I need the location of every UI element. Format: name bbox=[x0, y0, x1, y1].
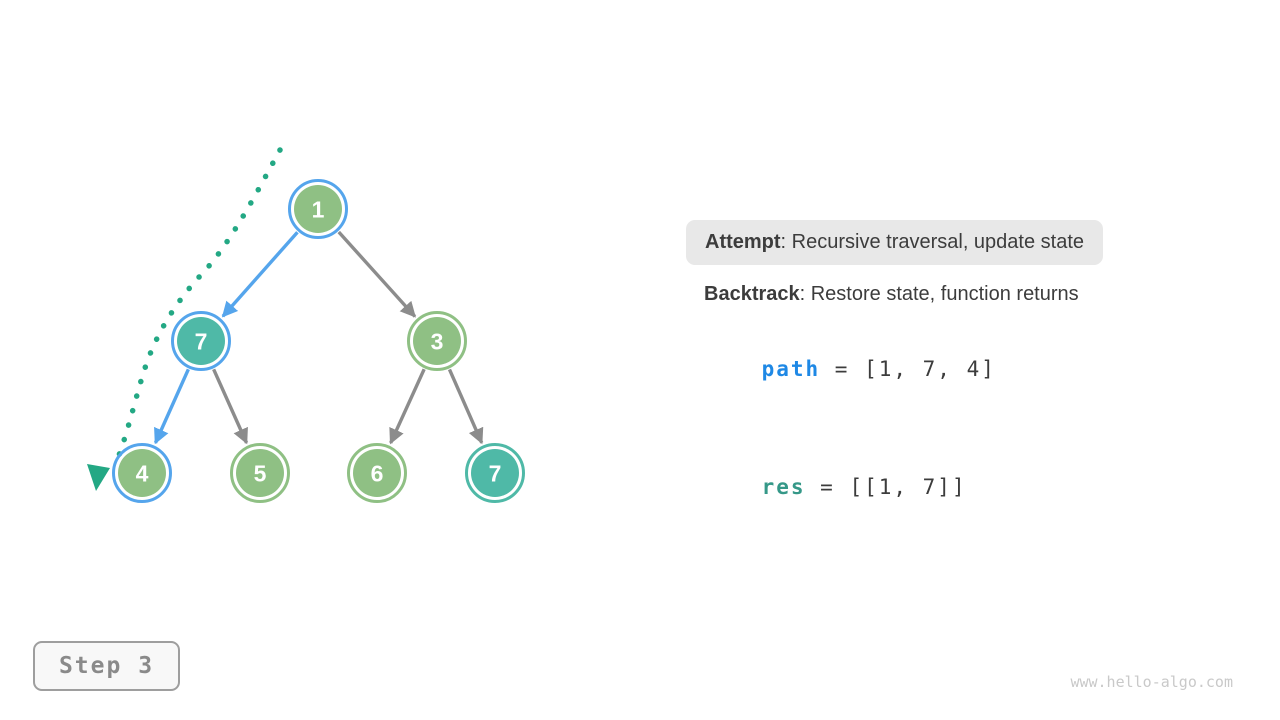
res-variable-name: res bbox=[761, 475, 806, 499]
tree-edge-n7l-n4 bbox=[153, 368, 190, 445]
step-badge: Step 3 bbox=[33, 641, 180, 691]
tree-node-circle bbox=[118, 449, 166, 497]
tree-nodes: 1 7 3 4 5 6 7 bbox=[112, 179, 525, 503]
tree-node-label: 1 bbox=[312, 196, 325, 222]
tree-node-ring bbox=[112, 443, 172, 503]
tree-edge-n1-n7l bbox=[221, 231, 299, 318]
tree-node-circle bbox=[294, 185, 342, 233]
tree-node-ring bbox=[347, 443, 407, 503]
watermark: www.hello-algo.com bbox=[1070, 673, 1233, 691]
tree-node-circle bbox=[177, 317, 225, 365]
tree-node-ring bbox=[407, 311, 467, 371]
tree-node-circle bbox=[413, 317, 461, 365]
tree-node-label: 7 bbox=[195, 328, 208, 354]
tree-node-n3: 3 bbox=[407, 311, 467, 371]
tree-node-label: 5 bbox=[254, 460, 267, 486]
step-badge-label: Step 3 bbox=[58, 653, 155, 679]
path-variable-value: = [1, 7, 4] bbox=[820, 357, 996, 381]
backtrack-text: : Restore state, function returns bbox=[799, 283, 1079, 305]
backtrack-label: Backtrack bbox=[704, 283, 800, 305]
backtrack-legend: Backtrack: Restore state, function retur… bbox=[704, 283, 1079, 306]
tree-node-ring bbox=[288, 179, 348, 239]
tree-edge-n7l-n5 bbox=[212, 368, 249, 445]
tree-edges bbox=[153, 230, 484, 445]
res-variable-value: = [[1, 7]] bbox=[805, 475, 967, 499]
res-variable-line: res = [[1, 7]] bbox=[703, 451, 967, 523]
traversal-arrowhead-icon bbox=[87, 464, 110, 491]
tree-edge-n3-n6 bbox=[389, 368, 426, 445]
tree-node-label: 3 bbox=[431, 328, 444, 354]
tree-node-n5: 5 bbox=[230, 443, 290, 503]
attempt-text: : Recursive traversal, update state bbox=[780, 231, 1085, 253]
tree-node-n1: 1 bbox=[288, 179, 348, 239]
traversal-dotted-path bbox=[115, 147, 283, 461]
tree-node-ring bbox=[230, 443, 290, 503]
tree-node-n7r: 7 bbox=[465, 443, 525, 503]
tree-node-ring bbox=[465, 443, 525, 503]
attempt-label: Attempt bbox=[705, 231, 781, 253]
tree-node-label: 4 bbox=[136, 460, 149, 486]
tree-node-label: 6 bbox=[371, 460, 384, 486]
tree-node-circle bbox=[471, 449, 519, 497]
tree-node-ring bbox=[171, 311, 231, 371]
tree-node-n6: 6 bbox=[347, 443, 407, 503]
tree-edge-n3-n7r bbox=[447, 368, 484, 445]
tree-node-n7l: 7 bbox=[171, 311, 231, 371]
tree-node-circle bbox=[236, 449, 284, 497]
tree-node-label: 7 bbox=[489, 460, 502, 486]
tree-edge-n1-n3 bbox=[337, 230, 417, 318]
tree-node-circle bbox=[353, 449, 401, 497]
path-variable-name: path bbox=[761, 357, 821, 381]
tree-node-n4: 4 bbox=[112, 443, 172, 503]
path-variable-line: path = [1, 7, 4] bbox=[703, 333, 996, 405]
attempt-legend: Attempt: Recursive traversal, update sta… bbox=[686, 220, 1104, 265]
